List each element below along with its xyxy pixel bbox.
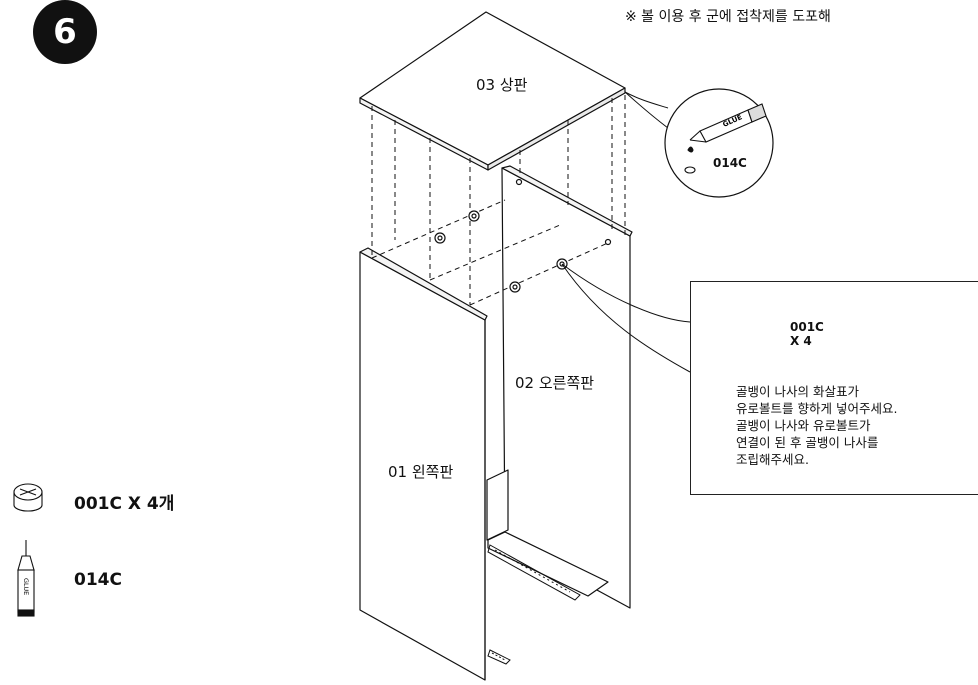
runners [487,544,581,665]
instruction-box: 001C X 4 골뱅이 나사의 화살표가 유로볼트를 향하게 넣어주세요. 골… [690,281,978,495]
left-panel-edge [359,247,488,321]
instruction-line: 조립해주세요. [736,452,809,467]
glue-tube-icon-label: GLUE [22,578,30,595]
step-number-badge: 6 [33,0,97,64]
part-label-left: 01 왼쪽판 [388,463,454,481]
cam-code: 001C X 4 [790,320,824,348]
legend-cam-lock-text: 001C X 4개 [74,494,175,514]
instruction-text: 골뱅이 나사의 화살표가 유로볼트를 향하게 넣어주세요. 골뱅이 나사와 유로… [736,383,897,468]
legend-glue-text: 014C [74,570,122,590]
instruction-line: 연결이 된 후 골뱅이 나사를 [736,435,879,450]
glue-tube-detail [684,103,767,174]
cam-qty-label: X 4 [790,334,812,348]
glue-detail-circle [664,88,774,198]
right-panel-edge [501,165,633,237]
instruction-line: 골뱅이 나사의 화살표가 [736,384,859,399]
glue-leader [624,91,669,129]
part-label-top: 03 상판 [476,76,528,94]
instruction-line: 골뱅이 나사와 유로볼트가 [736,418,871,433]
glue-detail-code: 014C [713,156,747,170]
alignment-lines [371,95,626,306]
top-note: ※ 볼 이용 후 군에 접착제를 도포해 [625,9,831,25]
bottom-panel [487,531,609,597]
cam-code-label: 001C [790,320,824,334]
cam-lock-icon [13,483,43,512]
fittings [434,178,612,293]
part-label-right: 02 오른쪽판 [515,374,595,392]
info-leader [561,263,691,373]
top-panel-side [487,87,626,171]
back-panel-strip [486,469,509,541]
instruction-line: 유로볼트를 향하게 넣어주세요. [736,401,898,416]
glue-tube-icon [17,540,35,617]
